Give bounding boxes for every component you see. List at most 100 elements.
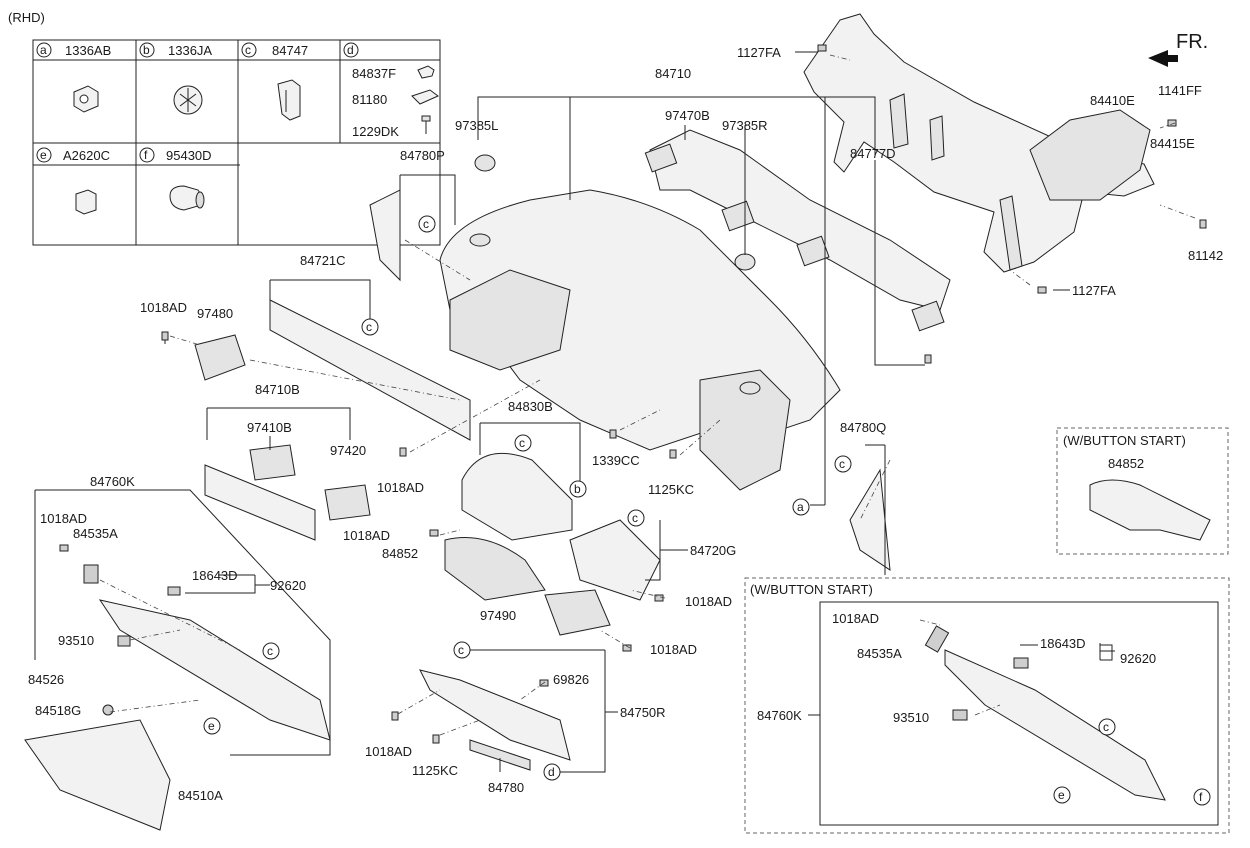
callout-e: e bbox=[1053, 786, 1071, 804]
label-97410B: 97410B bbox=[247, 420, 292, 435]
legend-cell-d: d 84837F 81180 1229DK bbox=[343, 42, 439, 139]
screw-icon bbox=[1199, 219, 1207, 229]
crash-pad-main bbox=[439, 189, 841, 491]
callout-c: c bbox=[262, 642, 280, 660]
center-vent-right bbox=[324, 484, 371, 521]
label-84720G: 84720G bbox=[690, 543, 736, 558]
inset-label-92620: 92620 bbox=[1120, 651, 1156, 666]
label-18643D: 18643D bbox=[192, 568, 238, 583]
label-84510A: 84510A bbox=[178, 788, 223, 803]
inset-label-84535A: 84535A bbox=[857, 646, 902, 661]
label-1141FF: 1141FF bbox=[1158, 83, 1202, 98]
label-97480: 97480 bbox=[197, 306, 233, 321]
legend-table: a 1336AB b 1336JA c 84747 bbox=[32, 39, 441, 246]
label-97490: 97490 bbox=[480, 608, 516, 623]
label-1018AD-g: 1018AD bbox=[365, 744, 412, 759]
label-1018AD-e: 1018AD bbox=[685, 594, 732, 609]
legend-letter-f: f bbox=[144, 148, 148, 162]
front-arrow-icon bbox=[1148, 50, 1178, 67]
callout-a: a bbox=[792, 498, 810, 516]
screw-icon bbox=[654, 594, 664, 602]
label-84750R: 84750R bbox=[620, 705, 666, 720]
legend-code-e: A2620C bbox=[63, 148, 110, 163]
callout-c: c bbox=[361, 318, 379, 336]
switch-93510 bbox=[117, 635, 131, 647]
cap-icon bbox=[169, 185, 205, 211]
screw-icon bbox=[429, 529, 439, 537]
front-direction-indicator: FR. bbox=[1148, 31, 1208, 67]
variant-label: (RHD) bbox=[8, 10, 45, 25]
label-1018AD-a: 1018AD bbox=[140, 300, 187, 315]
svg-text:c: c bbox=[519, 436, 525, 450]
label-97385R: 97385R bbox=[722, 118, 768, 133]
callout-c: c bbox=[834, 455, 852, 473]
leader-lines bbox=[34, 51, 1115, 773]
part-labels: 84710 97385L 97470B 97385R 84777D 1127FA… bbox=[28, 45, 1223, 803]
callout-d: d bbox=[543, 763, 561, 781]
label-1125KC-a: 1125KC bbox=[648, 482, 694, 497]
label-1018AD-c: 1018AD bbox=[40, 511, 87, 526]
svg-text:d: d bbox=[548, 765, 555, 779]
front-label: FR. bbox=[1176, 31, 1208, 53]
switch-84535A-inset bbox=[924, 625, 950, 653]
label-84710B: 84710B bbox=[255, 382, 300, 397]
svg-text:c: c bbox=[366, 320, 372, 334]
inset-label-18643D: 18643D bbox=[1040, 636, 1086, 651]
label-69826: 69826 bbox=[553, 672, 589, 687]
glove-box bbox=[24, 719, 171, 831]
label-84535A: 84535A bbox=[73, 526, 118, 541]
screw-icon bbox=[924, 354, 932, 364]
label-84410E: 84410E bbox=[1090, 93, 1135, 108]
grommet-icon bbox=[173, 85, 203, 115]
lower-trim-strip bbox=[469, 739, 531, 771]
screw-icon bbox=[1037, 286, 1047, 294]
inset-small-title: (W/BUTTON START) bbox=[1063, 433, 1186, 448]
speaker-grille-left bbox=[474, 154, 496, 172]
label-1339CC: 1339CC bbox=[592, 453, 640, 468]
label-1127FA-top: 1127FA bbox=[737, 45, 781, 60]
bracket-icon bbox=[417, 65, 435, 79]
legend-cell-b: b 1336JA bbox=[139, 42, 212, 115]
lower-center-panel bbox=[419, 669, 571, 761]
svg-text:c: c bbox=[839, 457, 845, 471]
label-1018AD-b: 1018AD bbox=[377, 480, 424, 495]
legend-d-part-2: 81180 bbox=[352, 92, 387, 107]
lower-crash-pad-panel-button-start bbox=[944, 649, 1166, 801]
label-97470B: 97470B bbox=[665, 108, 710, 123]
legend-code-c: 84747 bbox=[272, 43, 308, 58]
clip-icon bbox=[277, 79, 301, 121]
label-1018AD-d: 1018AD bbox=[343, 528, 390, 543]
legend-letter-e: e bbox=[40, 148, 47, 162]
fasteners bbox=[59, 44, 1207, 744]
callout-c: c bbox=[453, 641, 471, 659]
bracket-plate-icon bbox=[411, 89, 439, 105]
inset-label-93510: 93510 bbox=[893, 710, 929, 725]
label-84760K: 84760K bbox=[90, 474, 135, 489]
label-92620: 92620 bbox=[270, 578, 306, 593]
svg-text:e: e bbox=[1058, 788, 1065, 802]
switch-93510-inset bbox=[952, 709, 968, 721]
steering-column-cover bbox=[444, 537, 546, 601]
inset-large-title: (W/BUTTON START) bbox=[750, 582, 873, 597]
label-1125KC-b: 1125KC bbox=[412, 763, 458, 778]
screw-icon bbox=[1167, 119, 1177, 127]
screw-icon bbox=[161, 331, 169, 344]
svg-text:c: c bbox=[632, 511, 638, 525]
legend-d-part-1: 84837F bbox=[352, 66, 396, 81]
label-84721C: 84721C bbox=[300, 253, 346, 268]
inset-button-start-small: (W/BUTTON START) 84852 bbox=[1056, 427, 1229, 555]
label-84415E: 84415E bbox=[1150, 136, 1195, 151]
screw-icon bbox=[609, 429, 617, 439]
legend-code-b: 1336JA bbox=[168, 43, 212, 58]
svg-text:a: a bbox=[797, 500, 804, 514]
legend-cell-e: e A2620C bbox=[36, 147, 110, 215]
retainer-icon bbox=[75, 189, 97, 215]
legend-cell-c: c 84747 bbox=[241, 42, 308, 121]
bulb-92620-inset bbox=[1013, 657, 1029, 669]
svg-text:f: f bbox=[1199, 790, 1203, 804]
legend-cell-f: f 95430D bbox=[139, 147, 212, 211]
callout-f: f bbox=[1193, 788, 1211, 806]
bumper-84518G bbox=[102, 704, 114, 716]
column-cover-button-start bbox=[1089, 479, 1211, 541]
